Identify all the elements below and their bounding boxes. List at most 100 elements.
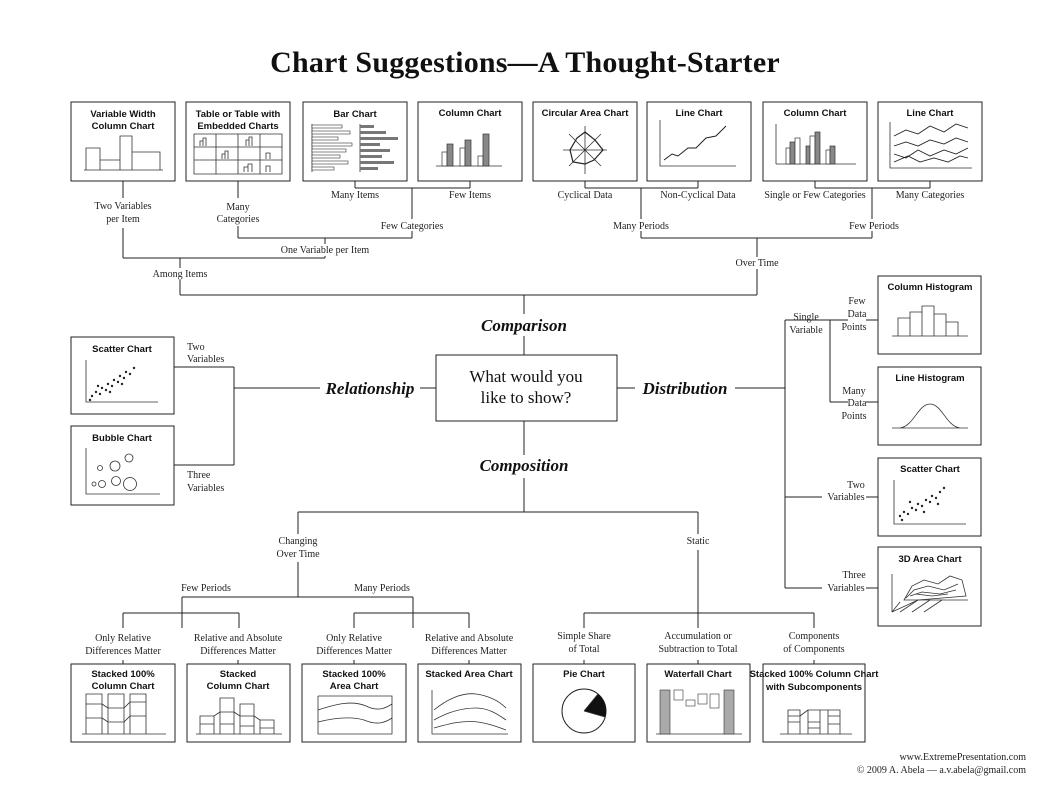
- label-static: Static: [687, 536, 710, 547]
- label-single-few-categories: Single or Few Categories: [764, 190, 865, 201]
- line-chart-icon: [659, 120, 736, 167]
- svg-text:Column Chart: Column Chart: [92, 681, 156, 692]
- svg-text:Circular Area Chart: Circular Area Chart: [542, 108, 630, 119]
- label-two-variables-dist-1: Two: [847, 480, 865, 491]
- svg-text:Embedded Charts: Embedded Charts: [197, 121, 278, 132]
- label-few-categories: Few Categories: [381, 221, 444, 232]
- label-noncyclical-data: Non-Cyclical Data: [660, 190, 736, 201]
- svg-text:Column Chart: Column Chart: [439, 108, 503, 119]
- label-components-1: Components: [789, 631, 840, 642]
- label-relative-absolute-2b: Differences Matter: [431, 646, 507, 657]
- label-three-variables-rel-2: Variables: [187, 483, 224, 494]
- label-two-variables-rel-2: Variables: [187, 354, 224, 365]
- branch-labels: Two Variables per Item Many Categories M…: [80, 189, 970, 658]
- label-few-data-points-2: Data: [848, 309, 867, 320]
- chart-box-bar-chart: Bar Chart: [302, 101, 408, 182]
- svg-text:Line Chart: Line Chart: [676, 108, 724, 119]
- label-many-periods-top: Many Periods: [613, 221, 669, 232]
- label-many-categories-2: Categories: [217, 214, 260, 225]
- page-title: Chart Suggestions—A Thought-Starter: [270, 46, 780, 79]
- label-two-vars-per-item-2: per Item: [106, 214, 140, 225]
- label-simple-share-2: of Total: [568, 644, 599, 655]
- label-two-variables-dist-2: Variables: [827, 492, 864, 503]
- svg-text:Bubble Chart: Bubble Chart: [92, 433, 152, 444]
- chart-box-scatter-distribution: Scatter Chart: [877, 457, 982, 537]
- footer-copyright: © 2009 A. Abela — a.v.abela@gmail.com: [856, 765, 1026, 776]
- center-question-line1: What would you: [469, 367, 583, 386]
- label-many-items: Many Items: [331, 190, 379, 201]
- waterfall-icon: [656, 689, 742, 735]
- label-relative-absolute-1b: Differences Matter: [200, 646, 276, 657]
- label-few-periods-bottom: Few Periods: [181, 583, 231, 594]
- chart-box-stacked-100-subcomponents: Stacked 100% Column Chart with Subcompon…: [750, 663, 880, 743]
- svg-text:with Subcomponents: with Subcomponents: [765, 682, 862, 693]
- label-accumulation-1: Accumulation or: [664, 631, 732, 642]
- svg-text:3D Area Chart: 3D Area Chart: [898, 554, 962, 565]
- label-many-periods-bottom: Many Periods: [354, 583, 410, 594]
- stacked-area-icon: [431, 690, 508, 735]
- label-accumulation-2: Subtraction to Total: [658, 644, 737, 655]
- svg-text:Table or Table with: Table or Table with: [196, 109, 281, 120]
- label-one-variable-per-item: One Variable per Item: [281, 245, 370, 256]
- connector-lines: [122, 181, 931, 664]
- label-among-items: Among Items: [153, 269, 208, 280]
- chart-box-circular-area: Circular Area Chart: [532, 101, 638, 182]
- label-many-categories-1: Many: [226, 202, 249, 213]
- category-comparison: Comparison: [481, 316, 567, 335]
- svg-text:Bar Chart: Bar Chart: [333, 109, 377, 120]
- stacked-100-area-icon: [317, 695, 393, 735]
- chart-box-column-histogram: Column Histogram: [877, 275, 982, 355]
- label-single-variable-1: Single: [793, 312, 819, 323]
- label-single-variable-2: Variable: [789, 325, 823, 336]
- svg-text:Variable Width: Variable Width: [90, 109, 156, 120]
- chart-box-variable-width-column: Variable Width Column Chart: [70, 101, 176, 182]
- svg-text:Waterfall Chart: Waterfall Chart: [664, 669, 732, 680]
- column-chart-icon: [436, 133, 502, 167]
- chart-box-line-chart-noncyclical: Line Chart: [646, 101, 752, 182]
- label-relative-absolute-2a: Relative and Absolute: [425, 633, 514, 644]
- column-histogram-icon: [892, 305, 968, 337]
- label-few-items: Few Items: [449, 190, 491, 201]
- label-many-data-points-1: Many: [842, 386, 865, 397]
- label-relative-absolute-1a: Relative and Absolute: [194, 633, 283, 644]
- label-simple-share-1: Simple Share: [557, 631, 611, 642]
- circular-area-icon: [563, 126, 607, 174]
- label-three-variables-rel-1: Three: [187, 470, 211, 481]
- chart-box-stacked-column: Stacked Column Chart: [186, 663, 291, 743]
- label-few-data-points-1: Few: [848, 296, 866, 307]
- label-only-relative-2a: Only Relative: [326, 633, 382, 644]
- label-two-variables-rel-1: Two: [187, 342, 205, 353]
- label-cyclical-data: Cyclical Data: [558, 190, 613, 201]
- label-components-2: of Components: [783, 644, 844, 655]
- label-many-data-points-3: Points: [841, 411, 866, 422]
- svg-text:Scatter Chart: Scatter Chart: [92, 344, 152, 355]
- chart-box-stacked-area: Stacked Area Chart: [417, 663, 522, 743]
- chart-box-stacked-100-column: Stacked 100% Column Chart: [70, 663, 176, 743]
- label-changing-over-time-1: Changing: [279, 536, 318, 547]
- chart-box-line-chart-many-categories: Line Chart: [877, 101, 983, 182]
- label-few-periods-top: Few Periods: [849, 221, 899, 232]
- svg-text:Column Histogram: Column Histogram: [888, 282, 973, 293]
- center-question-line2: like to show?: [481, 388, 572, 407]
- category-composition: Composition: [480, 456, 569, 475]
- bar-chart-icon: [311, 124, 398, 172]
- stacked-column-icon: [196, 697, 282, 735]
- svg-text:Stacked: Stacked: [220, 669, 257, 680]
- chart-box-waterfall: Waterfall Chart: [646, 663, 751, 743]
- scatter-icon: [85, 360, 158, 403]
- svg-text:Line Chart: Line Chart: [907, 108, 955, 119]
- center-question-box: [435, 354, 618, 422]
- svg-text:Stacked Area Chart: Stacked Area Chart: [425, 669, 513, 680]
- label-two-vars-per-item-1: Two Variables: [94, 201, 151, 212]
- label-many-data-points-2: Data: [848, 398, 867, 409]
- footer-website: www.ExtremePresentation.com: [899, 752, 1026, 763]
- svg-text:Column Chart: Column Chart: [92, 121, 156, 132]
- 3d-area-icon: [891, 574, 968, 613]
- label-three-variables-dist-1: Three: [842, 570, 866, 581]
- bubble-icon: [85, 448, 160, 495]
- svg-text:Column Chart: Column Chart: [784, 108, 848, 119]
- chart-box-scatter-relationship: Scatter Chart: [70, 336, 175, 415]
- svg-text:Stacked 100% Column Chart: Stacked 100% Column Chart: [750, 669, 880, 680]
- variable-width-column-icon: [84, 135, 163, 171]
